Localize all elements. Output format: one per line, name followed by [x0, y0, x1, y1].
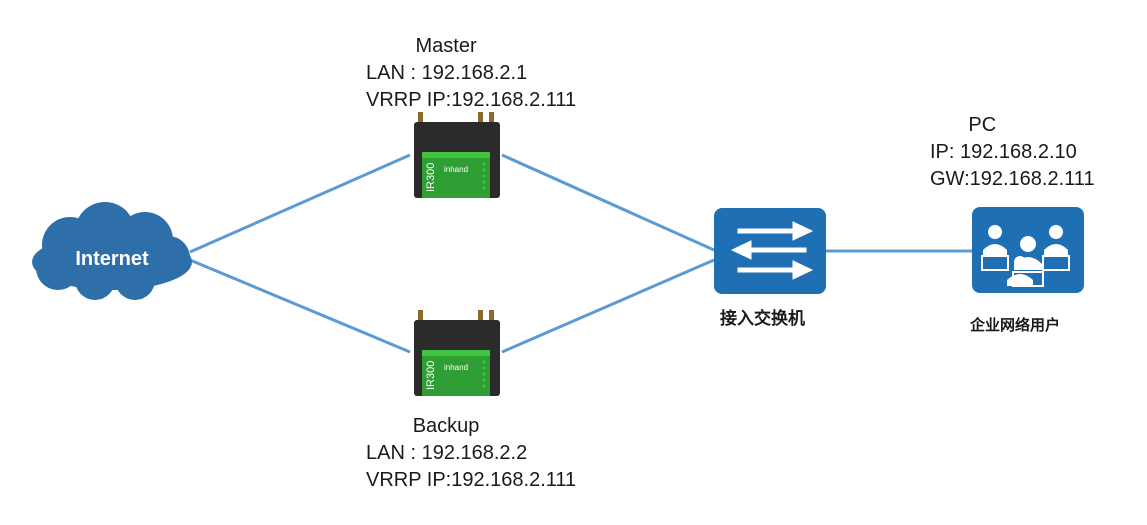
master-brand-label: inhand — [444, 165, 468, 174]
enterprise-users-icon — [972, 207, 1084, 293]
backup-vrrp: VRRP IP:192.168.2.111 — [366, 469, 577, 491]
pc-gw: GW:192.168.2.111 — [930, 168, 1095, 190]
pc-caption: 企业网络用户 — [970, 316, 1061, 334]
link-internet-backup — [189, 258, 411, 354]
link-master-switch — [501, 153, 715, 252]
link-backup-switch — [501, 258, 715, 354]
internet-cloud-icon: Internet — [32, 202, 192, 300]
master-vrrp: VRRP IP:192.168.2.111 — [366, 89, 577, 111]
backup-info: Backup LAN : 192.168.2.2 VRRP IP:192.168… — [366, 413, 576, 494]
pc-info: PC IP: 192.168.2.10 GW:192.168.2.111 — [930, 112, 1095, 193]
backup-title: Backup — [412, 415, 480, 437]
master-router-icon: IR300 inhand — [414, 112, 500, 198]
backup-router-icon: IR300 inhand — [414, 310, 500, 396]
master-title: Master — [415, 35, 477, 57]
backup-model-label: IR300 — [425, 361, 437, 390]
internet-label: Internet — [75, 248, 149, 270]
pc-title: PC — [968, 114, 997, 136]
master-lan: LAN : 192.168.2.1 — [366, 62, 528, 84]
backup-lan: LAN : 192.168.2.2 — [366, 442, 528, 464]
switch-caption: 接入交换机 — [720, 309, 805, 329]
master-info: Master LAN : 192.168.2.1 VRRP IP:192.168… — [366, 33, 576, 114]
pc-ip: IP: 192.168.2.10 — [930, 141, 1077, 163]
master-model-label: IR300 — [425, 163, 437, 192]
backup-brand-label: inhand — [444, 363, 468, 372]
link-internet-master — [189, 153, 411, 254]
switch-icon — [714, 208, 826, 294]
